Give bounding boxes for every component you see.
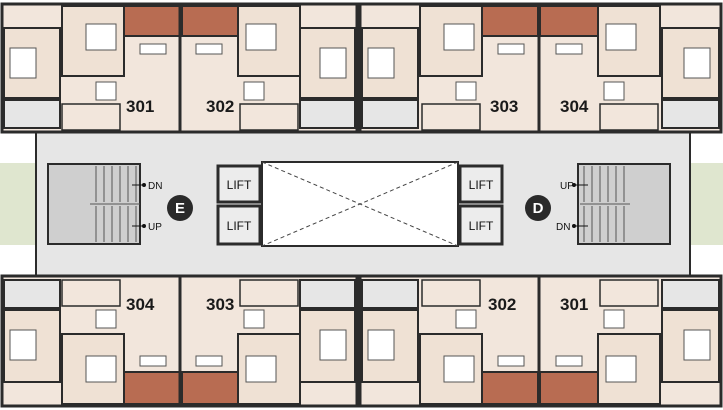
stair-treads-e bbox=[90, 166, 140, 242]
bed bbox=[319, 47, 347, 79]
bed bbox=[85, 23, 117, 51]
terrace bbox=[539, 371, 599, 405]
void-cross-2 bbox=[261, 161, 459, 247]
core-badge-d bbox=[525, 195, 551, 221]
bed bbox=[245, 355, 277, 383]
toilet bbox=[661, 99, 720, 129]
kitchen bbox=[599, 279, 659, 307]
kitchen bbox=[61, 279, 121, 307]
terrace bbox=[181, 5, 239, 37]
toilet bbox=[361, 99, 419, 129]
unit-number: 304 bbox=[126, 295, 155, 314]
kitchen bbox=[599, 103, 659, 131]
sofa bbox=[195, 355, 223, 367]
stair-arrow-dot bbox=[572, 224, 576, 228]
lift-e-1 bbox=[216, 164, 262, 204]
bed bbox=[9, 47, 37, 79]
toilet bbox=[3, 279, 61, 309]
sofa bbox=[195, 43, 223, 55]
terrace bbox=[181, 371, 239, 405]
lift-label: LIFT bbox=[227, 178, 252, 192]
stair-up-label: UP bbox=[148, 222, 162, 233]
core-badge-e bbox=[167, 195, 193, 221]
dining-table bbox=[455, 81, 477, 101]
lift-d-2 bbox=[458, 204, 504, 246]
bed bbox=[443, 355, 475, 383]
dining-table bbox=[95, 81, 117, 101]
kitchen bbox=[61, 103, 121, 131]
toilet bbox=[361, 279, 419, 309]
unit-number: 303 bbox=[206, 295, 234, 314]
terrace bbox=[539, 5, 599, 37]
toilet bbox=[299, 99, 356, 129]
bed bbox=[245, 23, 277, 51]
unit-number: 304 bbox=[560, 97, 589, 116]
bed bbox=[605, 355, 637, 383]
sofa bbox=[497, 355, 525, 367]
bed bbox=[683, 47, 711, 79]
terrace bbox=[123, 371, 181, 405]
unit-number: 303 bbox=[490, 97, 518, 116]
lift-e-2 bbox=[216, 204, 262, 246]
dining-table bbox=[95, 309, 117, 329]
terrace bbox=[481, 371, 539, 405]
bed bbox=[367, 329, 395, 361]
kitchen bbox=[421, 103, 481, 131]
bed bbox=[605, 23, 637, 51]
stair-arrow-dot bbox=[142, 183, 146, 187]
toilet bbox=[299, 279, 356, 309]
stair-arrow-dot bbox=[572, 183, 576, 187]
core-label-e: E bbox=[175, 200, 185, 217]
dining-table bbox=[243, 81, 265, 101]
kitchen bbox=[239, 103, 299, 131]
stair-up-label: UP bbox=[560, 181, 574, 192]
bed bbox=[85, 355, 117, 383]
stair-arrow-dot bbox=[142, 224, 146, 228]
lift-label: LIFT bbox=[469, 178, 494, 192]
stair-treads-d bbox=[580, 166, 630, 242]
sofa bbox=[497, 43, 525, 55]
toilet bbox=[3, 99, 61, 129]
core-label-d: D bbox=[533, 200, 544, 217]
bed bbox=[319, 329, 347, 361]
unit-number: 302 bbox=[206, 97, 234, 116]
sofa bbox=[139, 355, 167, 367]
landscape-left bbox=[0, 163, 36, 245]
terrace bbox=[481, 5, 539, 37]
sofa bbox=[139, 43, 167, 55]
unit-number: 301 bbox=[126, 97, 154, 116]
bed bbox=[443, 23, 475, 51]
terrace bbox=[123, 5, 181, 37]
bed bbox=[367, 47, 395, 79]
lift-label: LIFT bbox=[227, 219, 252, 233]
bed bbox=[683, 329, 711, 361]
unit-number: 301 bbox=[560, 295, 588, 314]
toilet bbox=[661, 279, 720, 309]
unit-number: 302 bbox=[488, 295, 516, 314]
kitchen bbox=[239, 279, 299, 307]
sofa bbox=[555, 43, 583, 55]
stair-dn-label: DN bbox=[556, 222, 570, 233]
kitchen bbox=[421, 279, 481, 307]
lift-label: LIFT bbox=[469, 219, 494, 233]
dining-table bbox=[243, 309, 265, 329]
bed bbox=[9, 329, 37, 361]
dining-table bbox=[455, 309, 477, 329]
stair-dn-label: DN bbox=[148, 181, 162, 192]
dining-table bbox=[603, 81, 625, 101]
sofa bbox=[555, 355, 583, 367]
lift-d-1 bbox=[458, 164, 504, 204]
landscape-right bbox=[690, 163, 723, 245]
dining-table bbox=[603, 309, 625, 329]
